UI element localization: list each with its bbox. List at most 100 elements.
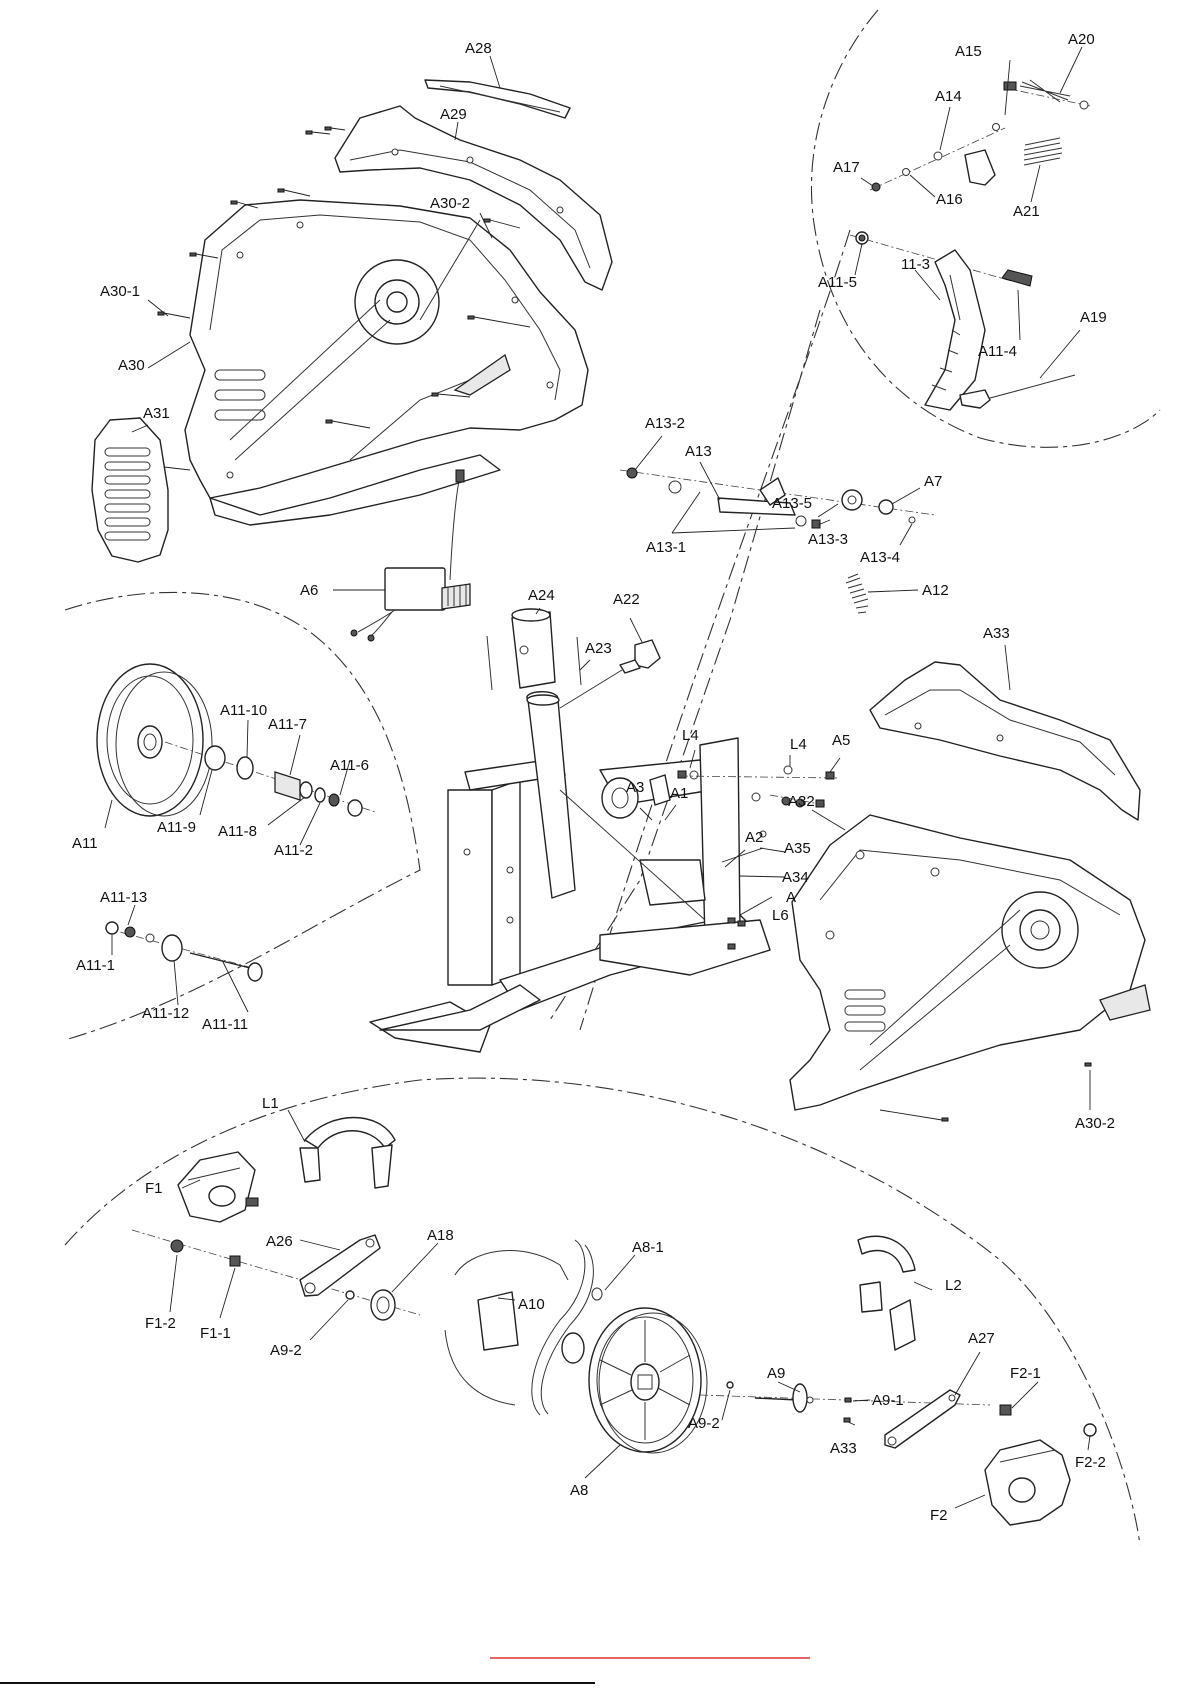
label-a13-3: A13-3 [808, 531, 848, 548]
label-a13: A13 [685, 443, 712, 460]
label-a11-11: A11-11 [202, 1016, 248, 1033]
label-a17: A17 [833, 159, 860, 176]
part-f2-1-bolt [999, 1404, 1012, 1416]
part-a29-upper-shroud [334, 105, 613, 291]
part-a9-2-clip-left [345, 1290, 355, 1300]
label-a28: A28 [465, 40, 492, 57]
label-a30-2-top: A30-2 [430, 195, 470, 212]
label-a20: A20 [1068, 31, 1095, 48]
label-a2: A2 [745, 829, 763, 846]
part-a11-flywheel [96, 663, 213, 817]
part-a28-top-cover [424, 79, 571, 119]
part-f1-1-bolt [229, 1255, 241, 1267]
label-a11-5: A11-5 [818, 274, 857, 291]
label-f2-1: F2-1 [1010, 1365, 1041, 1382]
part-a9-crank-axle [699, 1381, 991, 1423]
detail-boundary-top-right [811, 9, 1161, 448]
label-l6: L6 [772, 907, 789, 924]
part-a27-right-crank-arm [884, 1389, 961, 1449]
part-a10-belt-housing [444, 1239, 594, 1416]
label-a33-top: A33 [983, 625, 1010, 642]
label-a11-1: A11-1 [76, 957, 115, 974]
part-f1-left-pedal [177, 1151, 259, 1223]
label-a11-6: A11-6 [330, 757, 369, 774]
label-f2-2: F2-2 [1075, 1454, 1106, 1471]
part-a26-left-crank-arm [299, 1234, 381, 1297]
flywheel-axle-parts [164, 741, 376, 817]
label-a30: A30 [118, 357, 145, 374]
label-f1-1: F1-1 [200, 1325, 231, 1342]
label-11-3: 11-3 [901, 256, 930, 273]
label-l4-left: L4 [682, 727, 699, 744]
label-a16: A16 [936, 191, 963, 208]
part-a12-spring [845, 573, 869, 614]
label-a32: A32 [788, 793, 815, 810]
label-a18: A18 [427, 1227, 454, 1244]
label-a8-1: A8-1 [632, 1239, 664, 1256]
label-f1: F1 [145, 1180, 163, 1197]
label-a30-1: A30-1 [100, 283, 140, 300]
label-l4-right: L4 [790, 736, 807, 753]
detail-a13-bracket [619, 467, 936, 534]
label-a11-4: A11-4 [978, 343, 1017, 360]
label-a24: A24 [528, 587, 555, 604]
part-a24-sleeve [511, 608, 556, 689]
label-l2: L2 [945, 1277, 962, 1294]
part-l1-pedal-strap [299, 1116, 396, 1189]
part-a31-vent-guard [91, 417, 169, 563]
label-a33-bottom: A33 [830, 1440, 857, 1457]
label-a7: A7 [924, 473, 942, 490]
label-a19: A19 [1080, 309, 1107, 326]
label-a13-2: A13-2 [645, 415, 685, 432]
part-a32-right-side-cover [789, 814, 1151, 1122]
label-a15: A15 [955, 43, 982, 60]
part-f2-2-nut [1083, 1423, 1097, 1437]
label-a9-1: A9-1 [872, 1392, 904, 1409]
label-a11-13: A11-13 [100, 889, 147, 906]
part-f2-right-pedal [984, 1439, 1071, 1526]
label-f2: F2 [930, 1507, 948, 1524]
main-frame [369, 691, 771, 1053]
label-a11-12: A11-12 [142, 1005, 189, 1022]
part-l2-pedal-strap [857, 1235, 916, 1351]
label-a5: A5 [832, 732, 850, 749]
label-a9-2-right: A9-2 [688, 1415, 720, 1432]
label-a26: A26 [266, 1233, 293, 1250]
label-a11-10: A11-10 [220, 702, 267, 719]
label-a11-7: A11-7 [268, 716, 307, 733]
axle-a11-11-assembly [104, 921, 263, 982]
label-a23: A23 [585, 640, 612, 657]
label-a13-1: A13-1 [646, 539, 686, 556]
label-a31: A31 [143, 405, 170, 422]
label-a21: A21 [1013, 203, 1040, 220]
assembly-split-line-2 [579, 229, 851, 1031]
part-labels: A28 A29 A30-2 A30-1 A30 A31 A15 A20 A14 … [72, 31, 1115, 1524]
label-a11: A11 [72, 835, 98, 852]
label-a11-2: A11-2 [274, 842, 313, 859]
side-panel-screws [157, 126, 531, 471]
label-a12: A12 [922, 582, 949, 599]
part-a22-knob [559, 639, 661, 709]
label-a6: A6 [300, 582, 318, 599]
label-a29: A29 [440, 106, 467, 123]
label-a9-2-left: A9-2 [270, 1342, 302, 1359]
label-a10: A10 [518, 1296, 545, 1313]
label-a22: A22 [613, 591, 640, 608]
frame-hardware [677, 765, 841, 950]
part-f1-2-nut [170, 1239, 184, 1253]
label-a11-9: A11-9 [157, 819, 196, 836]
label-a27: A27 [968, 1330, 995, 1347]
detail-boundary-left-wheel [64, 591, 421, 1041]
label-a1: A1 [670, 785, 688, 802]
label-leader-lines [104, 46, 1091, 1509]
part-a8-pulley [588, 1307, 708, 1454]
label-f1-2: F1-2 [145, 1315, 176, 1332]
label-a9: A9 [767, 1365, 785, 1382]
label-a35: A35 [784, 840, 811, 857]
part-a18-bearing [370, 1289, 396, 1321]
detail-boundary-bottom [64, 1077, 1141, 1546]
label-a14: A14 [935, 88, 962, 105]
label-a13-5: A13-5 [772, 495, 812, 512]
label-a3: A3 [626, 779, 644, 796]
